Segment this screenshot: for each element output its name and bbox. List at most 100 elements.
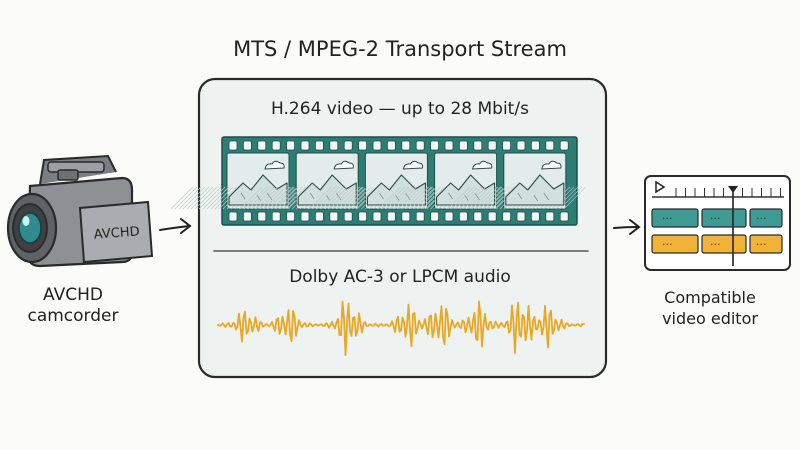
transport-stream-container xyxy=(197,77,608,379)
hatch-line xyxy=(451,186,475,210)
hatch-line xyxy=(353,186,376,210)
video-editor-timeline-icon: ··· ··· ··· ··· ··· ··· xyxy=(644,175,791,271)
sprocket-hole xyxy=(516,211,526,222)
hatch-line xyxy=(406,186,429,210)
hatch-line xyxy=(267,186,291,210)
cloud-icon xyxy=(333,160,354,170)
sprocket-hole xyxy=(242,140,252,151)
sprocket-hole xyxy=(286,211,296,222)
sprocket-hole xyxy=(473,211,483,222)
camcorder-top-button xyxy=(57,169,79,181)
camcorder-badge: AVCHD xyxy=(93,224,140,242)
sprocket-hole xyxy=(386,211,396,222)
video-frame xyxy=(447,152,587,210)
sprocket-hole xyxy=(430,211,440,222)
sprocket-hole xyxy=(300,140,310,151)
source-label-text: AVCHD camcorder xyxy=(27,285,119,326)
hatch-line xyxy=(563,186,587,210)
hatch-line xyxy=(471,186,495,210)
audio-clip-2-dots: ··· xyxy=(710,238,721,251)
hatch-line xyxy=(271,186,295,210)
sprocket-hole xyxy=(545,211,555,222)
hatch-line xyxy=(398,186,421,210)
video-frame xyxy=(378,152,517,210)
hatch-line xyxy=(247,186,271,210)
video-clip-2 xyxy=(701,208,747,228)
sprocket-hole xyxy=(487,140,497,151)
hatch-line xyxy=(414,186,437,210)
sprocket-hole xyxy=(502,211,512,222)
hatch-line xyxy=(198,186,222,210)
sprocket-hole xyxy=(257,140,267,151)
hatch-line xyxy=(475,186,499,210)
sprocket-hole xyxy=(329,211,339,222)
destination-label-text: Compatible video editor xyxy=(662,288,758,328)
sprocket-hole xyxy=(531,140,540,151)
sprocket-hole xyxy=(314,211,324,222)
sprocket-hole xyxy=(545,140,555,151)
hatch-line xyxy=(341,186,364,210)
sprocket-hole xyxy=(473,140,483,151)
sprocket-hole xyxy=(314,140,324,151)
hatch-line xyxy=(479,186,503,210)
source-label: AVCHD camcorder xyxy=(8,285,138,327)
hatch-line xyxy=(325,186,348,210)
sprocket-hole xyxy=(401,211,411,222)
hatch-line xyxy=(345,186,368,210)
hatch-line xyxy=(418,186,441,210)
hatch-line xyxy=(182,186,206,210)
camcorder-lens-glass xyxy=(18,212,42,244)
hatch-line xyxy=(243,186,267,210)
cloud-icon xyxy=(264,160,285,170)
hatch-line xyxy=(467,186,491,210)
sprocket-hole xyxy=(531,211,540,222)
sprocket-hole xyxy=(257,211,267,222)
hatch-line xyxy=(459,186,483,210)
hatch-line xyxy=(279,186,303,210)
filmstrip xyxy=(170,136,587,226)
camcorder-lens-highlight xyxy=(22,216,30,226)
hatch-line xyxy=(321,186,344,210)
audio-clip-3 xyxy=(749,234,783,254)
hatch-line xyxy=(251,186,275,210)
hatch-line xyxy=(422,186,445,210)
hatch-line xyxy=(390,186,413,210)
destination-label: Compatible video editor xyxy=(640,287,780,329)
sprocket-hole xyxy=(228,211,238,222)
sprocket-hole xyxy=(458,211,468,222)
hatch-line xyxy=(394,186,417,210)
video-clip-1-dots: ··· xyxy=(662,212,673,225)
hatch-line xyxy=(337,186,360,210)
camcorder-screen xyxy=(78,200,154,264)
sprocket-hole xyxy=(386,140,396,151)
hatch-line xyxy=(382,186,405,210)
hatch-line xyxy=(283,186,307,210)
sprocket-hole xyxy=(242,211,252,222)
sprocket-hole xyxy=(444,140,454,151)
sprocket-hole xyxy=(415,140,425,151)
hatch-line xyxy=(239,186,263,210)
hatch-line xyxy=(491,186,515,210)
diagram-title: MTS / MPEG-2 Transport Stream xyxy=(233,37,567,61)
cloud-icon xyxy=(541,160,562,170)
hatch-line xyxy=(313,186,336,210)
hatch-line xyxy=(194,186,218,210)
hatch-line xyxy=(487,186,511,210)
sprocket-hole xyxy=(228,140,238,151)
arrow-in xyxy=(159,218,192,234)
audio-clip-2 xyxy=(701,234,747,254)
hatch-line xyxy=(190,186,214,210)
hatch-line xyxy=(206,186,230,210)
sprocket-hole xyxy=(329,140,339,151)
sprocket-row-top xyxy=(228,140,569,151)
hatch-line xyxy=(178,186,202,210)
hatch-line xyxy=(309,186,332,210)
hatch-line xyxy=(410,186,433,210)
video-frames xyxy=(170,152,587,210)
hatch-line xyxy=(349,186,372,210)
mountain-icon xyxy=(505,174,565,206)
sprocket-hole xyxy=(358,140,368,151)
cloud-icon xyxy=(472,160,493,170)
